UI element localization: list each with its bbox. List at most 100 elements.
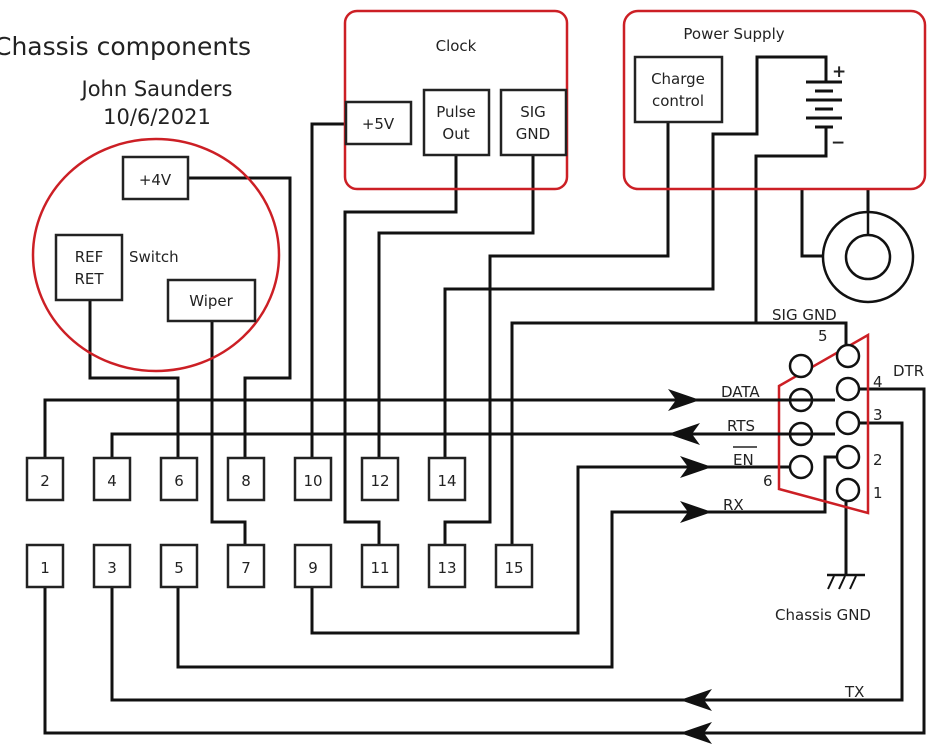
diagram-date: 10/6/2021 bbox=[103, 105, 211, 129]
wire-rx-pin5 bbox=[176, 455, 836, 669]
header-pin-2-label: 2 bbox=[40, 472, 50, 490]
header-pin-15-label: 15 bbox=[504, 559, 523, 577]
header-pin-12-label: 12 bbox=[370, 472, 389, 490]
en-label: EN bbox=[733, 451, 754, 469]
signal-arrows bbox=[668, 389, 712, 744]
header-pin-11-box bbox=[360, 543, 400, 589]
header-pin-3-label: 3 bbox=[107, 559, 117, 577]
header-pin-4-label: 4 bbox=[107, 472, 117, 490]
db9-pin-3 bbox=[835, 410, 861, 436]
wire-data-pin2 bbox=[43, 398, 835, 458]
wire-plus4v-pin8 bbox=[188, 176, 292, 458]
power-supply-label: Power Supply bbox=[683, 25, 784, 43]
header-pin-9-label: 9 bbox=[308, 559, 318, 577]
arrow-rx-right bbox=[680, 501, 712, 523]
wire-refret-pin6 bbox=[88, 300, 180, 458]
conn-pin2-label: 2 bbox=[873, 451, 883, 469]
clock-gnd-label: GND bbox=[516, 125, 550, 143]
clock-label: Clock bbox=[436, 37, 477, 55]
db9-pin-1 bbox=[835, 477, 861, 503]
wire-rts-pin4 bbox=[110, 432, 835, 458]
ret-label: RET bbox=[74, 270, 104, 288]
plus5v-label: +5V bbox=[362, 115, 395, 133]
db9-pin-2 bbox=[835, 444, 861, 470]
power-supply-group-outline bbox=[622, 9, 927, 191]
arrow-tx-left bbox=[680, 689, 712, 711]
control-label: control bbox=[652, 92, 704, 110]
ref-ret-box bbox=[54, 233, 124, 302]
coax-jack-icon bbox=[821, 210, 915, 304]
pulse-label: Pulse bbox=[436, 103, 476, 121]
header-pin-14-box bbox=[427, 456, 467, 502]
header-pin-8-label: 8 bbox=[241, 472, 251, 490]
wires bbox=[43, 55, 926, 735]
db9-pin-4 bbox=[835, 376, 861, 402]
charge-label: Charge bbox=[651, 70, 705, 88]
db9-pin-9 bbox=[788, 353, 814, 379]
tx-label: TX bbox=[844, 683, 864, 701]
switch-label: Switch bbox=[129, 248, 179, 266]
conn-pin1-label: 1 bbox=[873, 484, 883, 502]
out-label: Out bbox=[442, 125, 469, 143]
battery-icon bbox=[806, 57, 842, 156]
db9-pin-6 bbox=[788, 454, 814, 480]
wire-battery-plus-pin14 bbox=[443, 55, 828, 458]
header-pin-10-box bbox=[293, 456, 333, 502]
wire-clock-siggnd-pin12 bbox=[377, 155, 535, 458]
rx-label: RX bbox=[723, 496, 744, 514]
conn-pin4-label: 4 bbox=[873, 373, 883, 391]
wire-tx-pin3 bbox=[110, 421, 904, 702]
arrow-rts-left bbox=[668, 423, 700, 445]
conn-pin5-label: 5 bbox=[818, 327, 828, 345]
wire-siggnd-conn-pin5 bbox=[756, 321, 848, 345]
header-pins-top-row: 2 4 6 8 10 12 14 bbox=[25, 456, 467, 502]
dtr-label: DTR bbox=[893, 362, 924, 380]
conn-pin3-label: 3 bbox=[873, 406, 883, 424]
arrow-dtr-left bbox=[680, 722, 712, 744]
header-pin-13-box bbox=[427, 543, 467, 589]
clock-sig-label: SIG bbox=[520, 103, 546, 121]
switch-group-outline bbox=[31, 137, 281, 373]
plus5v-box bbox=[344, 100, 413, 146]
arrow-data-right bbox=[668, 389, 700, 411]
header-pin-14-label: 14 bbox=[437, 472, 456, 490]
battery-minus-sign: − bbox=[831, 133, 845, 153]
header-pin-11-label: 11 bbox=[370, 559, 389, 577]
db9-pin-5 bbox=[835, 343, 861, 369]
header-pin-1-box bbox=[25, 543, 65, 589]
ref-label: REF bbox=[75, 248, 104, 266]
rts-label: RTS bbox=[727, 417, 755, 435]
plus4v-label: +4V bbox=[139, 171, 172, 189]
wire-plus5v-pin10 bbox=[310, 122, 345, 458]
header-pin-10-label: 10 bbox=[303, 472, 322, 490]
header-pin-12-box bbox=[360, 456, 400, 502]
wire-dtr-pin1 bbox=[43, 387, 926, 735]
header-pin-7-box bbox=[226, 543, 266, 589]
battery-plus-sign: + bbox=[832, 62, 846, 82]
wire-en-pin9 bbox=[310, 465, 790, 635]
plus4v-box bbox=[121, 155, 190, 201]
clock-sig-gnd-box bbox=[499, 88, 568, 157]
wire-pulseout-pin11 bbox=[343, 155, 458, 545]
author-name: John Saunders bbox=[80, 77, 233, 101]
data-label: DATA bbox=[721, 383, 760, 401]
pulse-out-box bbox=[422, 88, 491, 157]
header-pin-4-box bbox=[92, 456, 132, 502]
header-pin-2-box bbox=[25, 456, 65, 502]
header-pin-9-box bbox=[293, 543, 333, 589]
header-pin-6-label: 6 bbox=[174, 472, 184, 490]
wiper-box bbox=[166, 278, 257, 323]
header-pin-6-box bbox=[159, 456, 199, 502]
header-pin-15-box bbox=[494, 543, 534, 589]
header-pin-1-label: 1 bbox=[40, 559, 50, 577]
wire-wiper-pin7 bbox=[210, 321, 247, 545]
charge-control-box bbox=[633, 55, 724, 124]
sig-gnd-label: SIG GND bbox=[772, 306, 837, 324]
header-pin-5-label: 5 bbox=[174, 559, 184, 577]
conn-pin6-label: 6 bbox=[763, 472, 773, 490]
wire-jack-outer bbox=[800, 189, 823, 258]
header-pin-3-box bbox=[92, 543, 132, 589]
header-pin-13-label: 13 bbox=[437, 559, 456, 577]
